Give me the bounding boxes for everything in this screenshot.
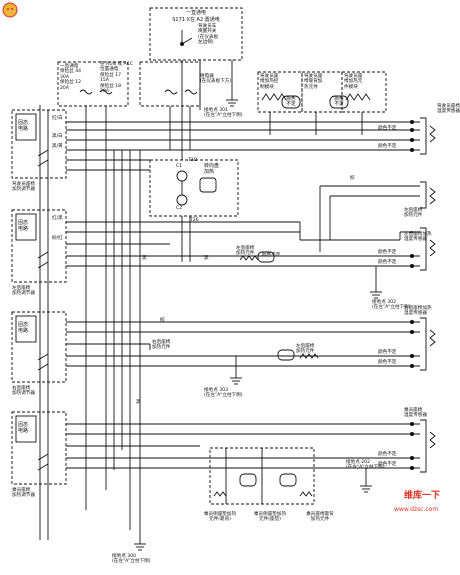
mid-element2-label: 右后座椅 加热元件 — [152, 340, 171, 351]
top-module-2-label: 驾驶员座 椅靠背加 热元件 — [304, 74, 323, 90]
wire-black-2: 黑 — [204, 256, 209, 261]
watermark-url: www.dzsc.com — [394, 506, 439, 513]
wire-black-3: 黑 — [136, 400, 141, 405]
top-pill-a: 颜色 不定 — [286, 97, 296, 108]
left-block-4-caption: 乘员座椅 加热调节器 — [12, 488, 35, 499]
left-block-2-name: 固态 电路 — [18, 220, 29, 232]
top-module-3 — [341, 71, 387, 113]
top-module-1 — [257, 71, 303, 113]
mid-element2-right-label: 左后座椅 加热元件 — [296, 344, 315, 355]
wire-generic-3: 颜色不定 — [378, 250, 397, 255]
fuse-box-left — [57, 61, 129, 107]
ground-202-label: 接地点 202 (在左"A"立柱下侧) — [346, 460, 385, 471]
ground-303-label: 接地点 303 (在左"A"立柱下侧) — [204, 388, 243, 399]
wire-black-1: 黑 — [142, 256, 147, 261]
wire-generic-7: 颜色不定 — [378, 452, 397, 457]
ground-bottom-label: 接地点 300 (在左"A"立柱下侧) — [112, 554, 151, 565]
wire-label-3: 黑/黄 — [52, 144, 63, 149]
top-module-1-label: 驾驶员座 椅加热控 制模块 — [260, 74, 279, 90]
left-block-1-caption: 驾驶员座椅 加热调节器 — [12, 182, 35, 193]
wire-generic-4: 颜色不定 — [378, 260, 397, 265]
left-block-3 — [11, 311, 67, 383]
left-block-2 — [11, 209, 67, 283]
left-block-3-name: 固态 电路 — [18, 322, 29, 334]
top-pill-b: 颜色 不定 — [334, 97, 344, 108]
wire-generic-5: 颜色不定 — [378, 350, 397, 355]
wire-brown-1: 棕 — [160, 318, 165, 323]
wire-generic-2: 颜色不定 — [378, 144, 397, 149]
fuse-box-left-label: 一直通电 保险丝 44 30A 保险丝 12 20A — [60, 64, 82, 91]
top-module-3-label: 驾驶员座 椅加热元 件模块 — [344, 74, 363, 90]
fuse-box-center — [139, 61, 201, 107]
watermark-brand: 维库一下 — [404, 491, 441, 501]
right-label-2: 左后座椅 加热元件 — [404, 208, 423, 219]
wire-label-5: 棕/红 — [52, 236, 63, 241]
left-block-3-caption: 右后座椅 加热调节器 — [12, 386, 35, 397]
wire-label-1: 红/白 — [52, 116, 63, 121]
watermark-logo — [2, 2, 18, 18]
right-label-3: 左后座椅加热 温度传感器 — [404, 232, 432, 243]
right-label-1: 驾驶员座椅 温度传感器 — [437, 104, 460, 115]
left-block-4 — [11, 411, 67, 485]
center-connector-t3d: T3D — [188, 158, 198, 163]
fuse-box-center-label: 在 RUN 或 ACC 位置通电 保险丝 17 15A 保险丝 18 20A — [100, 62, 134, 95]
ground-301-label: 接地点 301 (在左"A"立柱下侧) — [204, 108, 243, 119]
right-label-4: 右后座椅加热 温度传感器 — [404, 306, 432, 317]
mid-pill-label: 颜色不定 — [262, 253, 281, 258]
ground-302-label: 接地点 302 (在左"A"立柱下侧) — [372, 300, 411, 311]
top-box-line2: S171 X在 A2 置通电 — [172, 17, 220, 23]
mid-element-label: 左后座椅 加热元件 — [236, 246, 255, 257]
bottom-component-1: 乘员侧座垫加热 元件(靠背) — [203, 512, 237, 523]
wire-label-2: 黑/白 — [52, 134, 63, 139]
left-block-4-name: 固态 电路 — [18, 422, 29, 434]
wire-generic-1: 颜色不定 — [378, 126, 397, 131]
wake-switch-label: 驾驶员车 唤醒开关 (在仪表板 左边侧) — [198, 24, 219, 46]
center-component-box — [149, 159, 239, 217]
center-connector-c1: C1 — [176, 164, 183, 169]
top-box-line1: 一直通电 — [185, 10, 206, 16]
wire-generic-8: 颜色不定 — [378, 462, 397, 467]
center-connector-t26: T26 — [190, 218, 199, 223]
fuse-center-note: 继电器 (在仪表板下方) — [200, 74, 232, 85]
wire-label-4: 红/黑 — [52, 216, 63, 221]
center-relay-label: 转向盘 加热 — [204, 163, 220, 175]
top-dashed-box — [149, 7, 243, 61]
bottom-component-3: 乘员座椅靠背 加热元件 — [306, 512, 334, 523]
wire-brown-2: 棕 — [350, 176, 355, 181]
left-block-1 — [11, 109, 67, 179]
center-connector-c2: C2 — [176, 206, 183, 211]
left-block-1-name: 固态 电路 — [18, 120, 29, 132]
right-label-5: 乘员座椅 温度传感器 — [404, 408, 427, 419]
bottom-component-2: 乘员侧座垫加热 元件(座垫) — [253, 512, 287, 523]
wire-generic-6: 颜色不定 — [378, 360, 397, 365]
left-block-2-caption: 左后座椅 加热调节器 — [12, 286, 35, 297]
